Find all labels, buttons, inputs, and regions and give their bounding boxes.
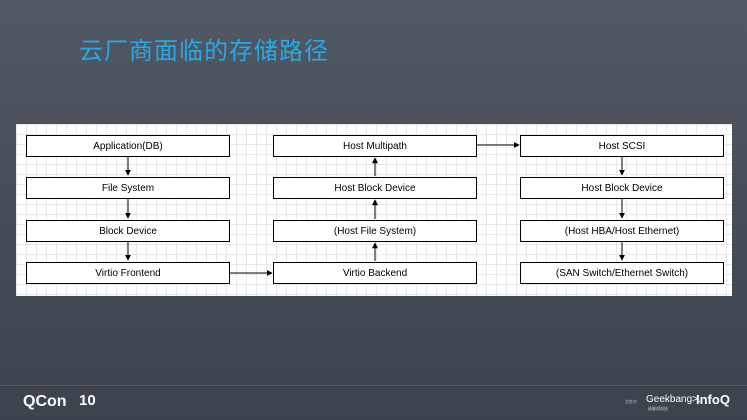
slide-title: 云厂商面临的存储路径 <box>79 37 329 65</box>
infoq-logo: InfoQ <box>696 392 730 407</box>
geekbang-subtitle: 极客邦科技 <box>648 406 668 411</box>
storage-path-diagram: Application(DB) File System Block Device… <box>16 124 732 296</box>
node-san-ethernet-switch: (SAN Switch/Ethernet Switch) <box>520 262 724 284</box>
sponsor-prefix: 主办方 <box>625 399 637 404</box>
diagram-arrows <box>125 142 625 276</box>
node-file-system: File System <box>26 177 230 199</box>
node-host-block-device-right: Host Block Device <box>520 177 724 199</box>
geekbang-logo: Geekbang>. <box>646 394 701 405</box>
node-block-device: Block Device <box>26 220 230 242</box>
qcon-10-badge: 10 <box>79 392 96 409</box>
node-host-scsi: Host SCSI <box>520 135 724 157</box>
node-host-multipath: Host Multipath <box>273 135 477 157</box>
qcon-logo: QCon <box>23 393 67 410</box>
node-application-db: Application(DB) <box>26 135 230 157</box>
node-host-file-system: (Host File System) <box>273 220 477 242</box>
footer-divider <box>0 385 747 386</box>
node-host-hba-ethernet: (Host HBA/Host Ethernet) <box>520 220 724 242</box>
node-host-block-device-middle: Host Block Device <box>273 177 477 199</box>
node-virtio-backend: Virtio Backend <box>273 262 477 284</box>
node-virtio-frontend: Virtio Frontend <box>26 262 230 284</box>
